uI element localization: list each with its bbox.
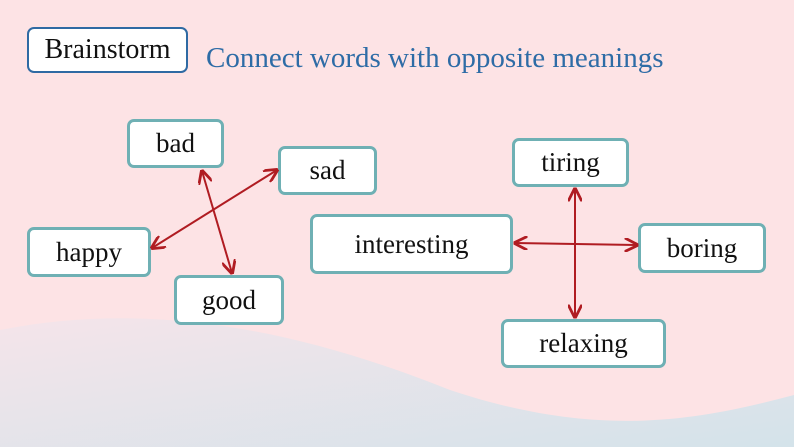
word-relaxing[interactable]: relaxing xyxy=(501,319,666,368)
word-tiring[interactable]: tiring xyxy=(512,138,629,187)
word-good[interactable]: good xyxy=(174,275,284,325)
brainstorm-badge: Brainstorm xyxy=(27,27,188,73)
word-interesting[interactable]: interesting xyxy=(310,214,513,274)
word-boring[interactable]: boring xyxy=(638,223,766,273)
word-happy[interactable]: happy xyxy=(27,227,151,277)
arrow-bad-good xyxy=(202,171,232,273)
arrow-interesting-boring xyxy=(515,243,637,245)
instruction-title: Connect words with opposite meanings xyxy=(206,42,664,74)
arrow-happy-sad xyxy=(152,170,277,248)
word-bad[interactable]: bad xyxy=(127,119,224,168)
